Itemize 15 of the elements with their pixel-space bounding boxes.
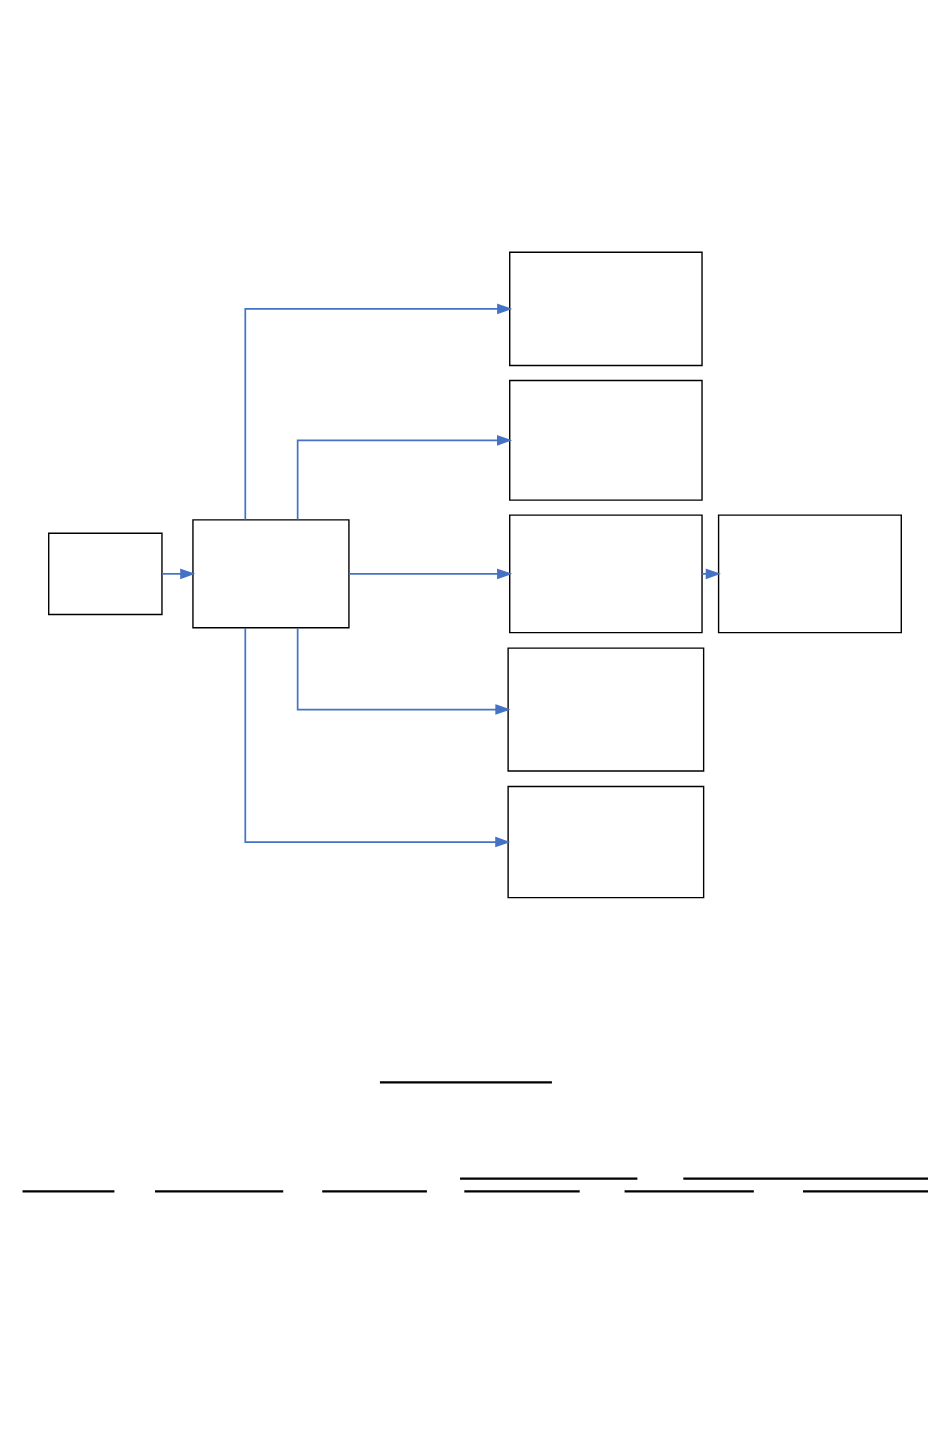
node-box: [192, 518, 350, 628]
node-box: [48, 532, 163, 615]
arrow: [296, 434, 513, 520]
node-box: [717, 513, 902, 633]
node-box: [509, 379, 703, 501]
node-box: [509, 513, 703, 633]
arrow: [701, 568, 721, 579]
arrow: [244, 303, 513, 520]
arrow: [244, 626, 511, 847]
node-box: [509, 251, 703, 366]
arrow: [348, 568, 513, 579]
node-box: [507, 646, 705, 772]
node-box: [507, 785, 705, 898]
arrow: [161, 568, 196, 579]
arrow: [296, 626, 511, 715]
